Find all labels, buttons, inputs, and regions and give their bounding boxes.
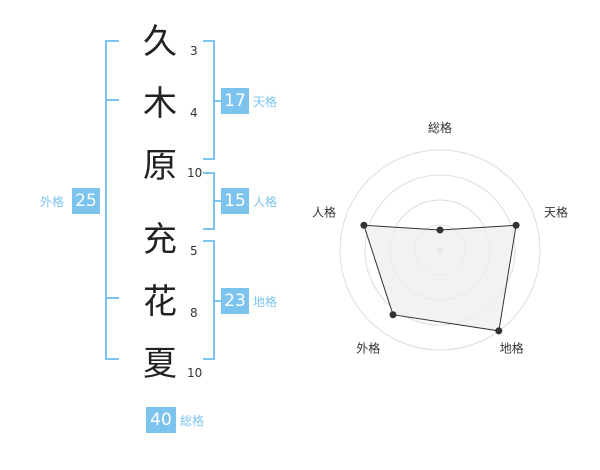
radar-axis-label: 総格 [428, 120, 452, 135]
tenkaku-bracket-bottom [203, 158, 215, 160]
chikaku-label: 地格 [253, 295, 278, 309]
gaikaku-bracket-top [105, 40, 119, 42]
jinkaku-value-badge: 15 [221, 188, 249, 214]
radar-area [363, 224, 517, 332]
radar-point [495, 327, 503, 335]
stroke-count-6: 10 [187, 366, 203, 380]
jinkaku-bracket-top [203, 172, 215, 174]
stroke-count-2: 4 [190, 106, 198, 120]
radar-point [360, 221, 368, 229]
gaikaku-bracket-tick-upper [105, 99, 119, 101]
tenkaku-label: 天格 [253, 95, 278, 109]
jinkaku-bracket-bottom [203, 228, 215, 230]
stroke-count-4: 5 [190, 244, 198, 258]
stroke-count-5: 8 [190, 306, 198, 320]
radar-axis-label: 天格 [544, 204, 568, 219]
gaikaku-value-badge: 25 [72, 188, 100, 214]
chikaku-bracket-bottom [203, 358, 215, 360]
chikaku-bracket-connector [213, 300, 221, 302]
gaikaku-bracket-vertical [105, 40, 107, 360]
tenkaku-bracket-connector [213, 100, 221, 102]
radar-ring [364, 174, 516, 326]
radar-ring [339, 149, 541, 351]
jinkaku-bracket-connector [213, 200, 221, 202]
radar-point [436, 226, 444, 234]
gaikaku-label: 外格 [40, 195, 65, 209]
chikaku-value-badge: 23 [221, 288, 249, 314]
radar-axis-label: 人格 [312, 204, 336, 219]
name-char-4: 充 [143, 220, 177, 260]
tenkaku-value-badge: 17 [221, 88, 249, 114]
radar-axis-label: 地格 [500, 341, 524, 356]
chikaku-bracket-top [203, 240, 215, 242]
stroke-count-3: 10 [187, 166, 203, 180]
tenkaku-bracket-top [203, 40, 215, 42]
jinkaku-label: 人格 [253, 195, 278, 209]
name-char-2: 木 [143, 84, 177, 124]
radar-point [512, 221, 520, 229]
name-char-5: 花 [143, 282, 177, 322]
radar-axis-label: 外格 [356, 341, 380, 356]
gaikaku-bracket-tick-lower [105, 297, 119, 299]
soukaku-label: 総格 [180, 414, 205, 428]
name-char-3: 原 [143, 146, 177, 186]
gaikaku-bracket-bottom [105, 358, 119, 360]
soukaku-value-badge: 40 [146, 407, 176, 433]
name-char-1: 久 [143, 22, 177, 62]
stroke-count-1: 3 [190, 44, 198, 58]
radar-point [389, 311, 397, 319]
name-char-6: 夏 [143, 344, 177, 384]
